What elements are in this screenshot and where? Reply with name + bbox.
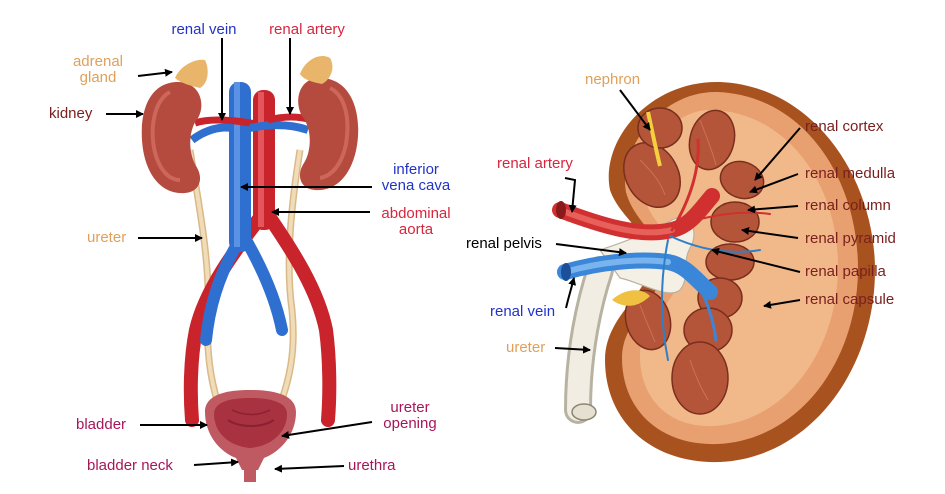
right-iliac-vein: [240, 234, 288, 336]
label-renal-artery-right: renal artery: [497, 155, 573, 172]
left-urinary-system-illustration: [141, 55, 359, 482]
label-adrenal-gland-line2: gland: [79, 69, 117, 86]
nephron-highlight: [646, 111, 662, 167]
label-urethra: urethra: [348, 457, 396, 474]
label-bladder-neck: bladder neck: [87, 457, 173, 474]
label-ureter-right: ureter: [506, 339, 546, 356]
left-adrenal-gland: [175, 59, 208, 88]
label-abdominal-aorta-line1: abdominal: [381, 205, 451, 222]
label-renal-vein-left: renal vein: [171, 21, 237, 38]
right-leader-lines: [554, 89, 801, 354]
label-inferior-vena-cava-line1: inferior: [393, 161, 439, 178]
label-renal-column: renal column: [805, 197, 891, 214]
left-iliac-vein: [200, 234, 246, 346]
label-renal-pyramid: renal pyramid: [805, 230, 896, 247]
label-renal-medulla: renal medulla: [805, 165, 896, 182]
right-adrenal-gland: [300, 55, 333, 84]
label-renal-papilla: renal papilla: [805, 263, 886, 280]
label-nephron: nephron: [585, 71, 641, 88]
label-renal-cortex: renal cortex: [805, 118, 884, 135]
left-leader-arrows: [106, 38, 373, 473]
left-renal-vein: [189, 123, 233, 144]
label-inferior-vena-cava-line2: vena cava: [381, 177, 451, 194]
label-renal-capsule: renal capsule: [805, 291, 895, 308]
label-ureter-opening-line2: opening: [383, 415, 437, 432]
label-bladder: bladder: [76, 416, 127, 433]
label-kidney: kidney: [49, 105, 93, 122]
label-ureter-opening-line1: ureter: [390, 399, 430, 416]
label-renal-pelvis: renal pelvis: [466, 235, 542, 252]
label-adrenal-gland-line1: adrenal: [72, 53, 124, 70]
label-renal-vein-right: renal vein: [490, 303, 556, 320]
label-renal-artery-left: renal artery: [269, 21, 345, 38]
urethra-tube: [244, 468, 256, 482]
label-ureter-left: ureter: [87, 229, 127, 246]
renal-pyramids: [623, 107, 765, 415]
right-iliac-artery: [261, 208, 337, 427]
right-kidney-cross-section: [552, 81, 875, 463]
label-abdominal-aorta-line2: aorta: [398, 221, 434, 238]
left-renal-artery: [193, 116, 257, 128]
right-renal-vein: [249, 121, 310, 134]
